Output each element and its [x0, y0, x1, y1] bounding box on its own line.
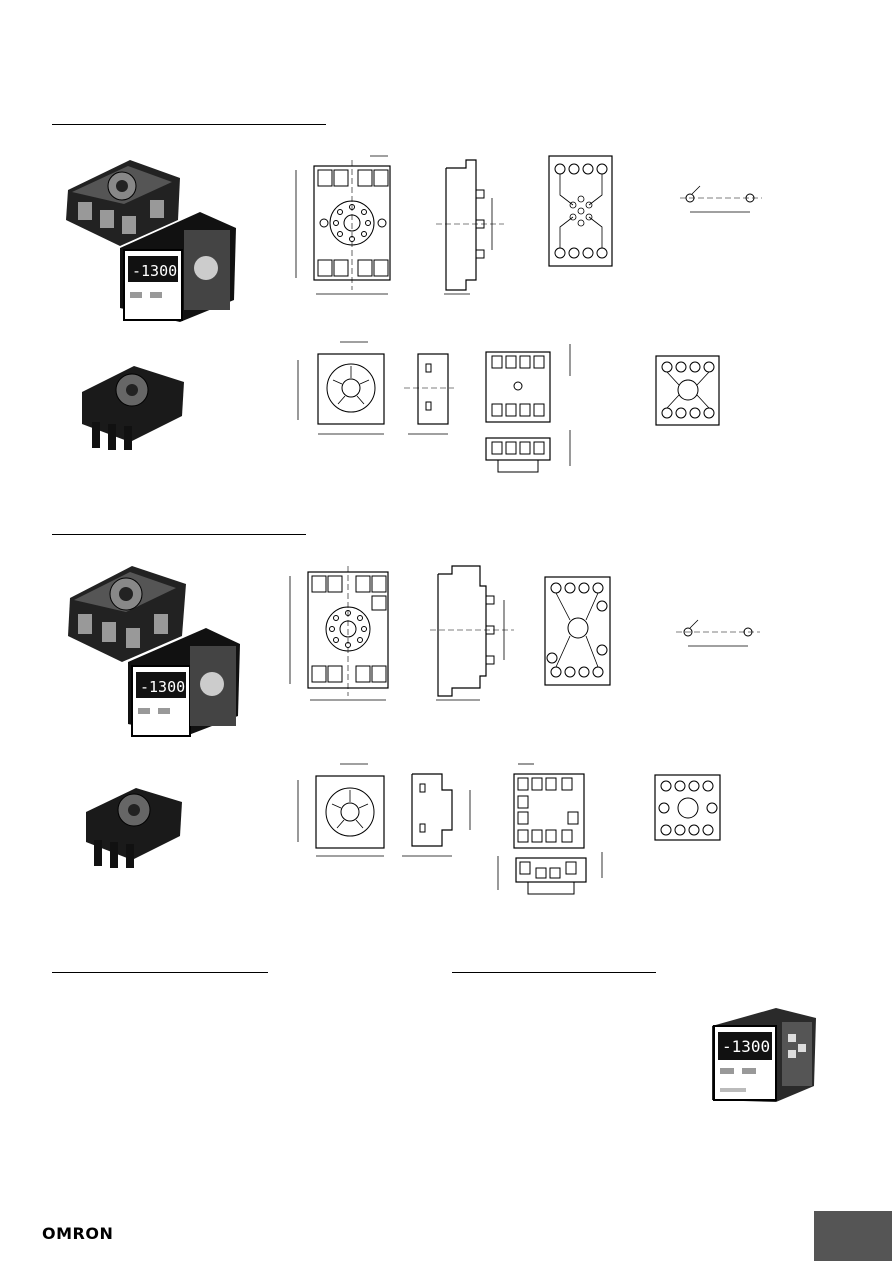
socket-top-view-2	[289, 566, 389, 701]
back-socket-side-view-2	[402, 773, 471, 857]
back-socket-bottom-view-2	[497, 763, 603, 895]
mounting-holes-2	[676, 619, 760, 647]
section-rule-3	[52, 972, 268, 973]
terminal-arrangement-1	[548, 155, 613, 267]
terminal-arrangement-2	[655, 355, 720, 426]
back-socket-photo-2	[86, 788, 182, 868]
back-socket-top-view-2	[297, 763, 385, 857]
socket-side-view-1	[436, 159, 504, 295]
back-socket-bottom-view-1	[485, 344, 571, 473]
socket-photo-2: -1300	[68, 566, 240, 737]
socket-photo-1: -1300	[66, 160, 236, 322]
socket-side-view-2	[430, 565, 514, 701]
back-socket-top-view-1	[297, 341, 385, 435]
omron-logo: OMRON	[42, 1224, 114, 1243]
back-socket-photo-1	[82, 366, 184, 450]
back-socket-side-view-1	[404, 353, 454, 435]
controller-display-3: -1300	[722, 1037, 770, 1056]
section-rule-2	[52, 534, 306, 535]
controller-photo: -1300	[712, 1008, 816, 1102]
section-rule-4	[452, 972, 656, 973]
socket-top-view-1	[295, 155, 391, 295]
page-tab	[814, 1211, 892, 1261]
mounting-holes-1	[680, 185, 762, 213]
controller-display-1: -1300	[132, 262, 177, 280]
terminal-arrangement-3	[544, 576, 611, 686]
controller-display-2: -1300	[140, 678, 185, 696]
terminal-arrangement-4	[654, 774, 721, 841]
section-rule-1	[52, 124, 326, 125]
